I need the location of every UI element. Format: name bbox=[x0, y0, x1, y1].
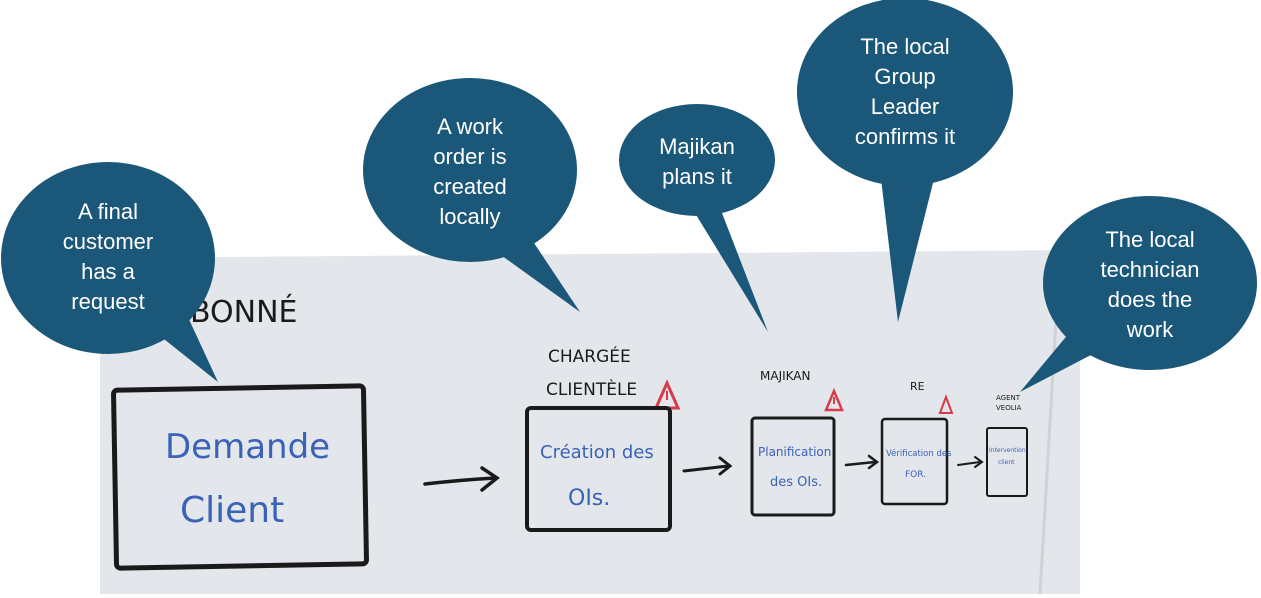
role-re: RE bbox=[910, 380, 925, 393]
board-heading: BONNÉ bbox=[190, 294, 298, 330]
bubble-work-order: A work order is created locally bbox=[363, 78, 580, 312]
bubble-majikan-line-2: plans it bbox=[662, 164, 732, 189]
bubble-technician-line-4: work bbox=[1126, 317, 1174, 342]
box-verification-label-2: FOR. bbox=[905, 470, 926, 480]
box-planification-label-1: Planification bbox=[758, 445, 831, 459]
bubble-group-leader-line-4: confirms it bbox=[855, 124, 955, 149]
arrow-right-icon bbox=[957, 456, 984, 468]
bubble-group-leader-line-1: The local bbox=[860, 34, 949, 59]
bubble-final-customer-line-4: request bbox=[71, 289, 144, 314]
warning-triangle-icon bbox=[824, 387, 844, 412]
box-verification-for: Vérification des FOR. bbox=[880, 417, 952, 506]
warning-triangle-icon bbox=[938, 394, 954, 414]
bubble-majikan-line-1: Majikan bbox=[659, 134, 735, 159]
bubble-work-order-line-4: locally bbox=[439, 204, 500, 229]
role-agent-2: VEOLIA bbox=[996, 404, 1022, 412]
role-agent-1: AGENT bbox=[996, 394, 1021, 402]
bubble-final-customer: A final customer has a request bbox=[1, 162, 218, 382]
bubble-final-customer-line-3: has a bbox=[81, 259, 136, 284]
bubble-group-leader-line-2: Group bbox=[874, 64, 935, 89]
bubble-group-leader: The local Group Leader confirms it bbox=[797, 0, 1013, 322]
bubble-final-customer-line-2: customer bbox=[63, 229, 153, 254]
box-intervention-label-1: Intervention bbox=[989, 447, 1026, 454]
bubble-technician-line-3: does the bbox=[1108, 287, 1192, 312]
arrow-right-icon bbox=[423, 466, 500, 492]
box-planification-ois: Planification des OIs. bbox=[750, 416, 836, 517]
bubble-group-leader-line-3: Leader bbox=[871, 94, 940, 119]
arrow-right-icon bbox=[682, 456, 733, 476]
bubble-work-order-line-3: created bbox=[433, 174, 506, 199]
bubble-majikan: Majikan plans it bbox=[619, 104, 775, 332]
box-intervention-client: Intervention client bbox=[986, 427, 1028, 497]
role-charge-clientele-1: CHARGÉE bbox=[548, 345, 631, 367]
box-verification-label-1: Vérification des bbox=[886, 448, 952, 459]
bubble-final-customer-line-1: A final bbox=[78, 199, 138, 224]
bubble-work-order-line-1: A work bbox=[437, 114, 504, 139]
bubble-work-order-line-2: order is bbox=[433, 144, 506, 169]
arrow-right-icon bbox=[844, 454, 880, 470]
box-creation-ois: Création des OIs. bbox=[525, 406, 672, 532]
role-charge-clientele-2: CLIENTÈLE bbox=[546, 378, 637, 400]
box-planification-label-2: des OIs. bbox=[770, 475, 822, 490]
box-demande-label-1: Demande bbox=[165, 427, 330, 467]
box-creation-label-2: OIs. bbox=[568, 486, 610, 511]
bubble-technician-line-2: technician bbox=[1100, 257, 1199, 282]
role-majikan: MAJIKAN bbox=[760, 369, 810, 383]
bubble-technician-line-1: The local bbox=[1105, 227, 1194, 252]
bubble-technician: The local technician does the work bbox=[1020, 196, 1257, 392]
box-demande-client: Demande Client bbox=[111, 383, 369, 571]
box-creation-label-1: Création des bbox=[540, 442, 654, 463]
box-intervention-label-2: client bbox=[998, 459, 1015, 466]
box-demande-label-2: Client bbox=[180, 490, 284, 531]
